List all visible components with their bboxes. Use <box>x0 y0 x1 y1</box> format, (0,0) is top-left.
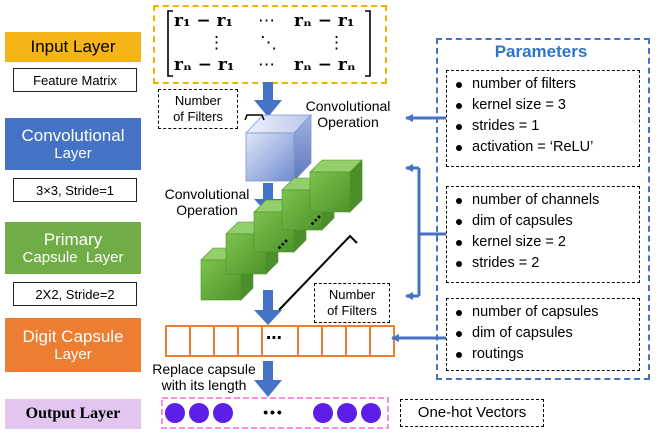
digit-cell <box>189 325 215 357</box>
digit-cell <box>261 325 299 357</box>
param-item: routings <box>456 344 639 365</box>
matrix-r2c1: ⋮ <box>208 33 225 53</box>
matrix-r2c3: ⋮ <box>328 33 345 53</box>
param-item: dim of capsules <box>456 211 639 232</box>
conv-layer-sub-text: 3×3, Stride=1 <box>35 182 115 198</box>
filters-note-2-line1: Number <box>328 287 376 303</box>
param-item: strides = 1 <box>456 116 639 137</box>
param-item: number of capsules <box>456 302 639 323</box>
primary-layer-title-line2: Capsule Layer <box>22 249 124 267</box>
one-hot-vectors-note: One-hot Vectors <box>400 399 544 427</box>
conv-layer-title-line2: Layer <box>54 145 92 163</box>
parameters-title: Parameters <box>494 42 588 61</box>
digit-layer-title-line2: Layer <box>54 346 92 364</box>
arrow-input-to-conv <box>254 82 282 117</box>
primary-layer-sub: 2X2, Stride=2 <box>13 282 137 306</box>
param-item: kernel size = 3 <box>456 95 639 116</box>
conv-operation-text-1: Convolutional Operation <box>293 98 403 130</box>
digit-cell <box>165 325 191 357</box>
output-circle <box>189 403 209 423</box>
digit-cell <box>237 325 263 357</box>
conv-op-2-line2: Operation <box>176 202 238 219</box>
param-item: number of filters <box>456 74 639 95</box>
param-item: dim of capsules <box>456 323 639 344</box>
param-item: kernel size = 2 <box>456 232 639 253</box>
input-layer-label: Input Layer <box>5 32 141 62</box>
conv-cube <box>245 113 312 183</box>
output-circle <box>337 403 357 423</box>
primary-layer-label: Primary Capsule Layer <box>5 222 141 274</box>
filters-note-2-line2: of Filters <box>327 303 377 318</box>
output-circles <box>165 403 381 423</box>
input-layer-sub-text: Feature Matrix <box>33 72 117 88</box>
digit-cell <box>369 325 395 357</box>
output-circle <box>213 403 233 423</box>
digit-layer-title-line1: Digit Capsule <box>22 326 124 346</box>
conv-op-1-line2: Operation <box>317 114 379 131</box>
input-layer-title: Input Layer <box>30 37 116 57</box>
number-of-filters-note-1: Number of Filters <box>158 89 238 129</box>
param-item: activation = ‘ReLU’ <box>456 137 639 158</box>
arrow-digit-to-output <box>254 361 282 397</box>
output-circle <box>361 403 381 423</box>
parameters-panel <box>436 38 650 380</box>
primary-layer-sub-text: 2X2, Stride=2 <box>35 286 115 302</box>
digit-cell <box>321 325 347 357</box>
matrix-r1c2: ⋯ <box>258 11 275 31</box>
filters-note-1-line1: Number <box>174 93 222 109</box>
digit-ellipsis: ⋯ <box>266 330 282 347</box>
digit-cell <box>345 325 371 357</box>
number-of-filters-note-2: Number of Filters <box>314 283 390 323</box>
param-item: strides = 2 <box>456 253 639 274</box>
conv-layer-label: Convolutional Layer <box>5 118 141 170</box>
primary-capsule-cubes <box>200 159 363 301</box>
output-vector-box <box>161 397 389 429</box>
digit-cell <box>213 325 239 357</box>
matrix-r3c3: rₙ − rₙ <box>294 55 356 75</box>
arrow-primary-to-digit <box>254 290 282 325</box>
param-item: number of channels <box>456 190 639 211</box>
output-layer-label: Output Layer <box>5 399 141 429</box>
digit-cell <box>297 325 323 357</box>
primary-layer-title-line1: Primary <box>43 229 103 249</box>
green-cube <box>309 159 363 213</box>
output-circle <box>165 403 185 423</box>
digit-capsule-vector <box>165 325 395 357</box>
input-layer-sub: Feature Matrix <box>13 68 137 92</box>
digit-layer-label: Digit Capsule Layer <box>5 318 141 372</box>
replace-capsule-text: Replace capsule with its length <box>143 361 265 393</box>
output-circle <box>313 403 333 423</box>
output-layer-title: Output Layer <box>25 404 121 422</box>
matrix-r3c1: rₙ − r₁ <box>174 55 235 75</box>
replace-line2: with its length <box>161 377 247 394</box>
matrix-r1c1: r₁ − r₁ <box>174 11 233 31</box>
filters-brace-1 <box>244 114 265 121</box>
output-ellipsis: • • • <box>263 404 281 420</box>
conv-layer-sub: 3×3, Stride=1 <box>13 178 137 202</box>
conv-layer-title-line1: Convolutional <box>21 125 125 145</box>
conv-op-2-line1: Convolutional <box>164 186 250 202</box>
filters-brace-2 <box>278 234 358 311</box>
filters-note-1-line2: of Filters <box>173 109 223 124</box>
onehot-text: One-hot Vectors <box>417 404 527 421</box>
matrix-r2c2: ⋱ <box>260 33 277 53</box>
conv-op-1-line1: Convolutional <box>305 98 391 114</box>
replace-line1: Replace capsule <box>152 361 256 377</box>
conv-operation-text-2: Convolutional Operation <box>158 186 256 218</box>
param-connectors <box>391 114 446 342</box>
matrix-r1c3: rₙ − r₁ <box>294 11 355 31</box>
matrix-r3c2: ⋯ <box>258 55 275 75</box>
